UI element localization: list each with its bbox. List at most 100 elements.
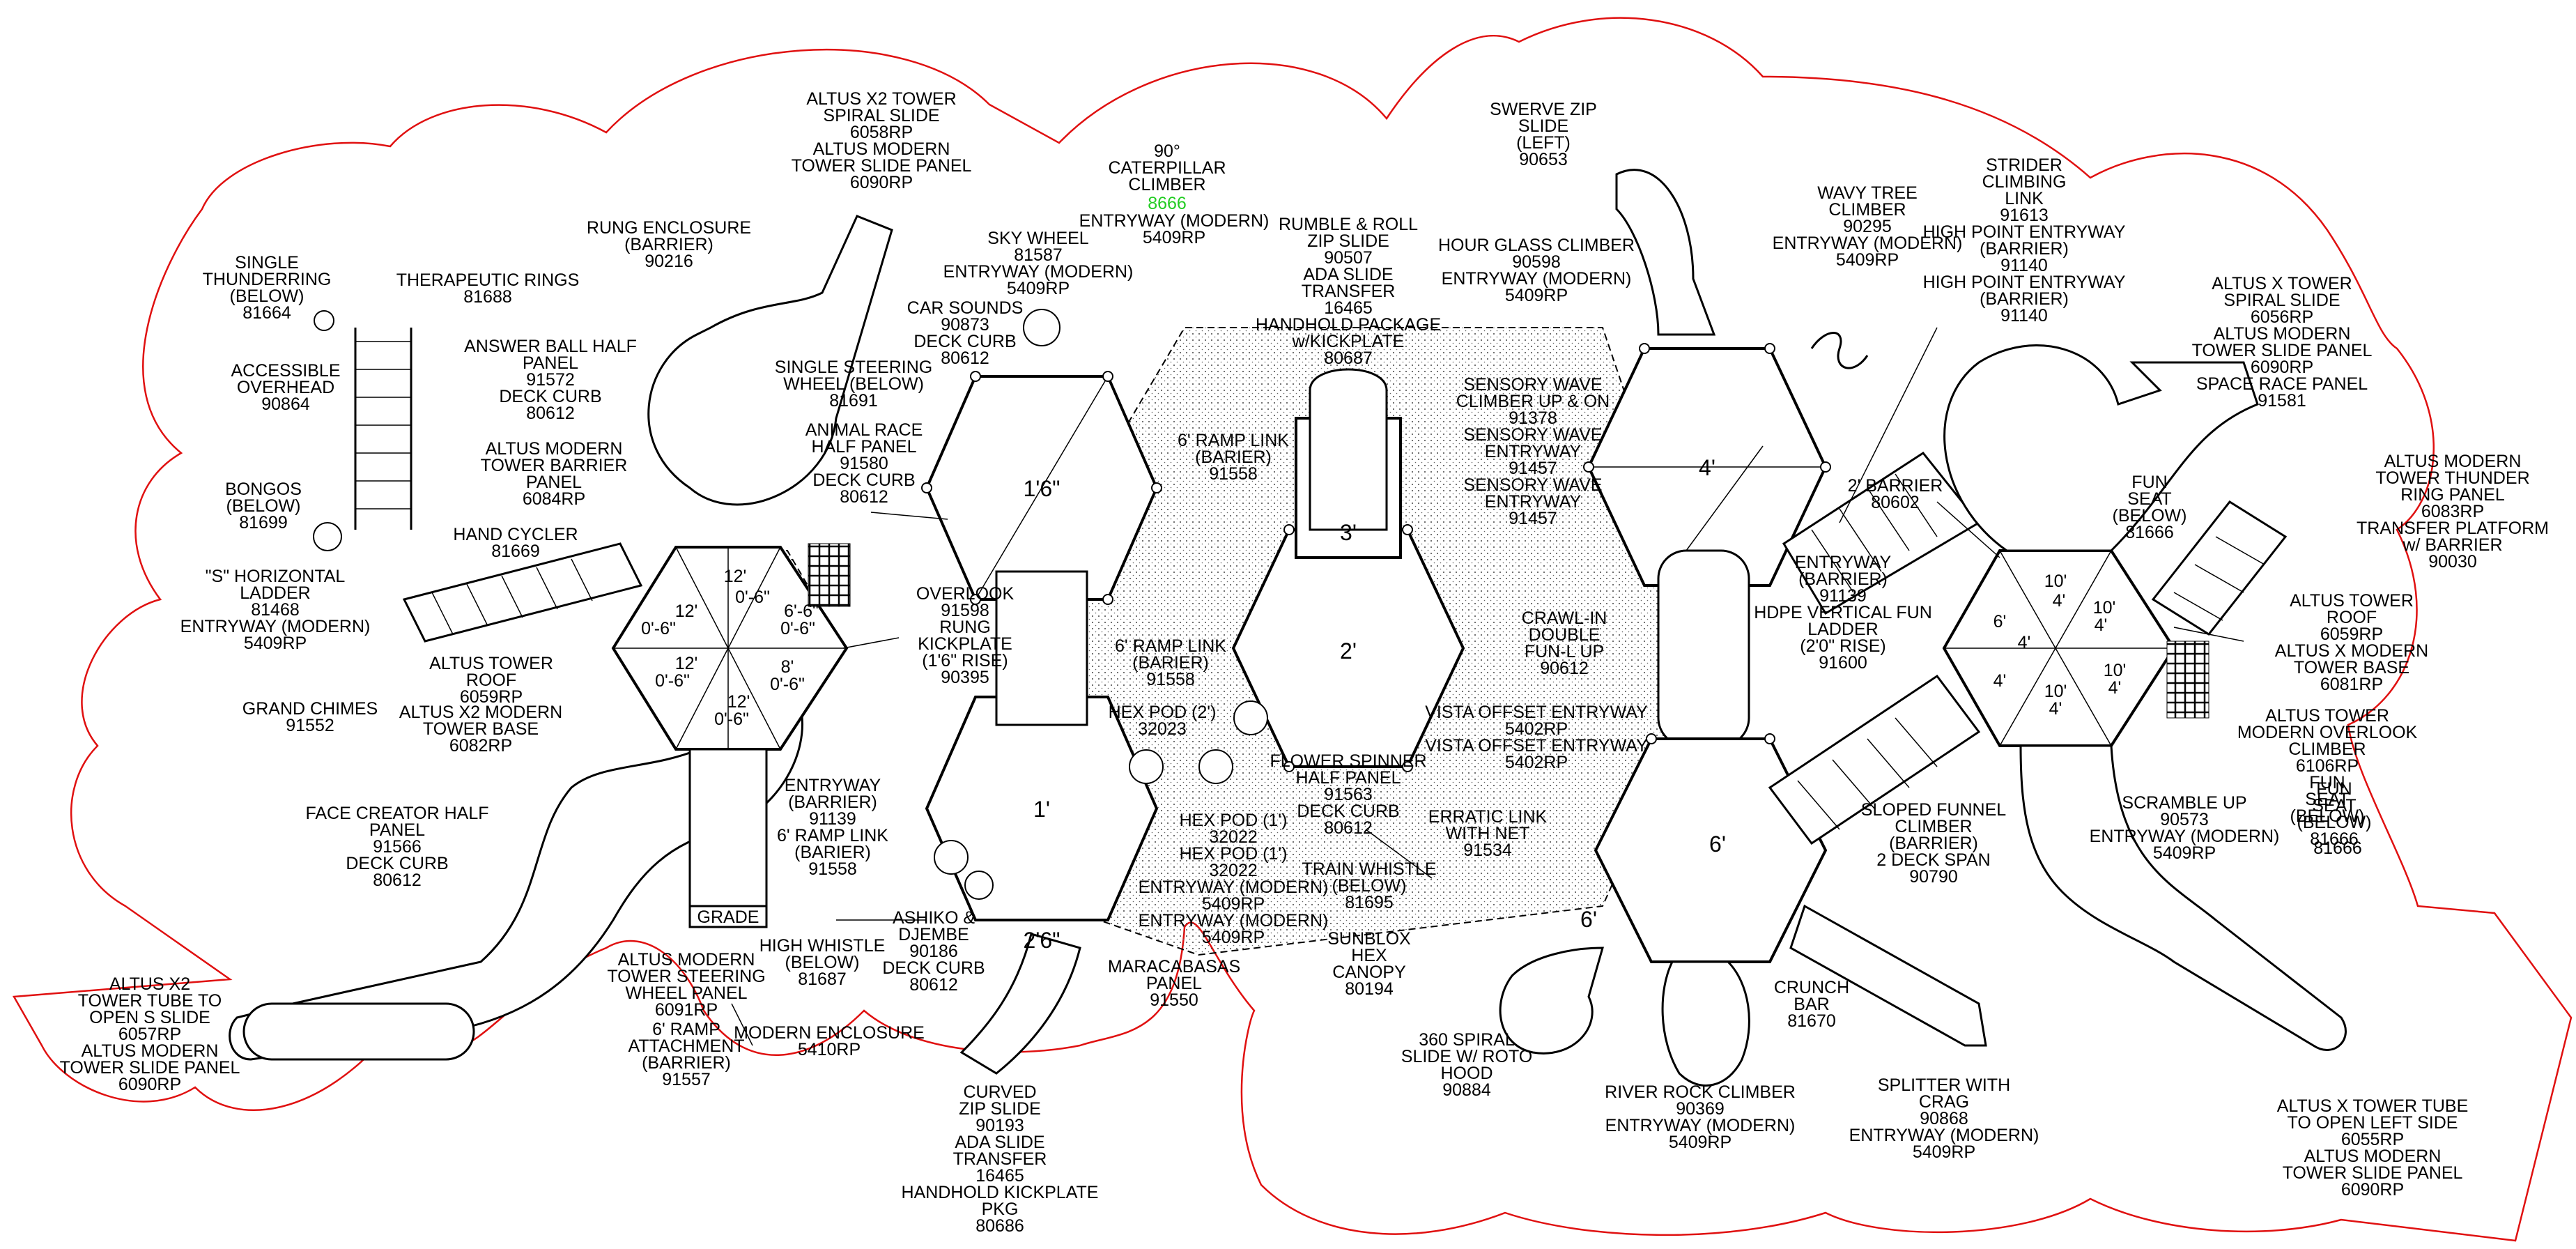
spiral-slide-left <box>647 215 893 506</box>
scramble-up-grid <box>2166 641 2209 719</box>
left-tower-height: 12' <box>727 692 750 712</box>
right-tower-height: 4' <box>2053 591 2066 611</box>
right-tower-height: 10' <box>2044 572 2067 591</box>
left-tower-height: 0'-6" <box>655 671 690 691</box>
right-tower-height: 10' <box>2044 682 2067 701</box>
sky-wheel-icon <box>1023 309 1061 346</box>
deck-label-4: 4' <box>1699 455 1715 480</box>
crawl-in-tube <box>1657 549 1750 747</box>
left-tower-height: 12' <box>675 654 698 673</box>
sloped-funnel-link <box>1768 674 1981 845</box>
djembe-drum-icon <box>964 871 994 900</box>
hex-pod-1-icon <box>1198 749 1233 784</box>
s-horizontal-ladder-shape <box>402 542 643 643</box>
deck-label-6-small: 6' <box>1580 907 1597 932</box>
right-tower-height: 4' <box>2018 633 2031 652</box>
left-tower-height: 0'-6" <box>780 619 815 638</box>
thunderring-icon <box>314 310 334 331</box>
right-tower-height: 4' <box>2108 678 2122 698</box>
grade-label: GRADE <box>697 907 759 927</box>
tube-slide-right <box>2019 744 2347 1051</box>
river-rock-climber <box>1661 960 1750 1087</box>
callout-hex-pod-2: HEX POD (2')32023 <box>1109 703 1217 739</box>
left-tower <box>611 543 851 751</box>
left-tower-height: 12' <box>724 567 747 586</box>
callout-caterpillar-num: 8666 <box>1148 194 1187 213</box>
callout-overlook-climber-num: 81666 <box>2313 838 2362 858</box>
left-tower-height: 8' <box>781 657 794 677</box>
deck-label-6-lower: 6' <box>1709 832 1726 857</box>
swerve-zip-slide <box>1615 169 1716 336</box>
callout-high-whistle: HIGH WHISTLE(BELOW)81687 <box>759 936 886 989</box>
open-s-slide <box>242 1002 475 1061</box>
ashiko-drum-icon <box>934 840 969 875</box>
grade-ramp <box>688 748 768 918</box>
callout-rung-enclosure: RUNG ENCLOSURE(BARRIER)90216 <box>587 218 751 271</box>
deck-3 <box>1295 368 1402 559</box>
deck-label-1-6: 1'6" <box>1023 476 1060 501</box>
right-tower-height: 10' <box>2093 598 2116 618</box>
deck-label-2-6: 2'6" <box>1023 928 1060 953</box>
grade-box <box>688 905 768 928</box>
deck-label-3: 3' <box>1340 520 1357 545</box>
spiral-slide-right <box>1943 344 2259 552</box>
callout-bongos: BONGOS(BELOW)81699 <box>225 480 302 532</box>
deck-label-1: 1' <box>1033 797 1050 822</box>
deck-link-left <box>995 570 1088 726</box>
deck-label-2: 2' <box>1340 638 1357 664</box>
right-tower-height: 10' <box>2104 661 2127 680</box>
right-tower-height: 4' <box>1993 671 2007 691</box>
therapeutic-rings-ladder <box>354 328 412 530</box>
curved-zip-slide <box>959 933 1081 1075</box>
transfer-platform <box>2151 500 2288 636</box>
site-boundary-outline <box>12 17 2573 1242</box>
splitter-crag <box>1789 904 1987 1047</box>
left-tower-height: 0'-6" <box>641 619 676 638</box>
hex-pod-1b-icon <box>1233 700 1268 735</box>
left-tower-height: 0'-6" <box>714 710 749 729</box>
